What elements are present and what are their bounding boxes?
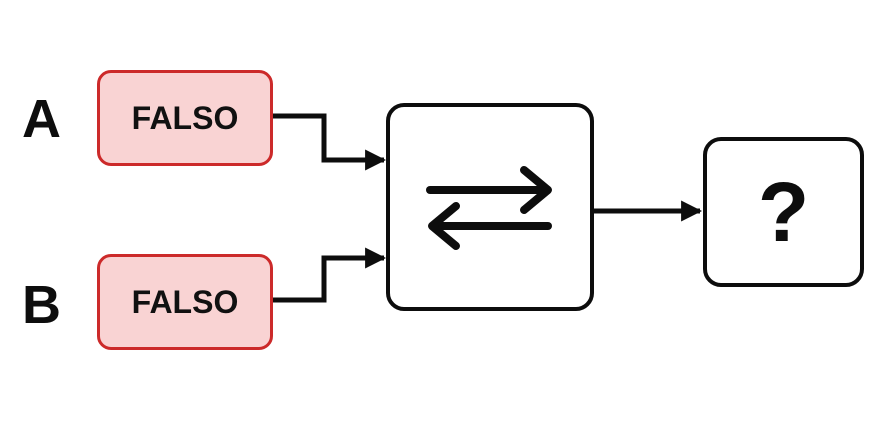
connector-a-to-operator bbox=[273, 113, 387, 171]
input-value-a: FALSO bbox=[97, 70, 273, 166]
operator-box bbox=[386, 103, 594, 311]
input-value-b: FALSO bbox=[97, 254, 273, 350]
input-label-b: B bbox=[22, 275, 61, 335]
result-question-mark: ? bbox=[757, 165, 810, 259]
input-label-a: A bbox=[22, 89, 61, 149]
result-box: ? bbox=[703, 137, 864, 287]
swap-arrows-icon bbox=[426, 166, 552, 250]
connector-b-to-operator bbox=[273, 247, 387, 303]
